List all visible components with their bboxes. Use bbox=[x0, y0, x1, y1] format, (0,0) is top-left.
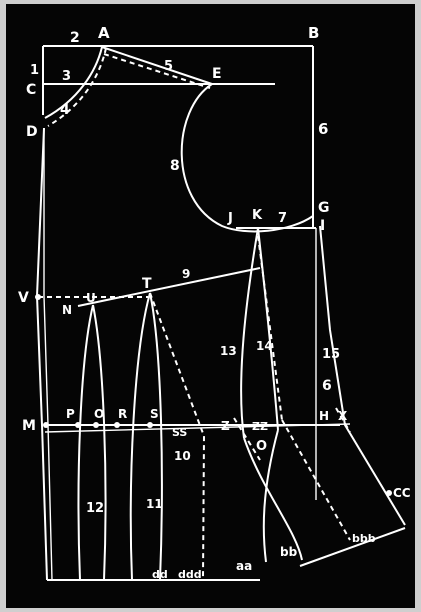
dart-t-right bbox=[149, 292, 163, 581]
right-side-contour bbox=[319, 225, 406, 526]
number-5: 5 bbox=[164, 59, 173, 74]
dart-k-dashed bbox=[257, 235, 283, 421]
right-x-dashed bbox=[335, 407, 351, 433]
shoulder-line-dashed bbox=[103, 53, 211, 89]
label-u: U bbox=[86, 291, 96, 305]
number-15: 15 bbox=[322, 347, 340, 362]
label-ss: SS bbox=[172, 426, 187, 439]
number-10: 10 bbox=[174, 449, 191, 463]
number-13: 13 bbox=[220, 344, 237, 358]
label-b: B bbox=[308, 24, 319, 42]
number-11: 11 bbox=[146, 497, 163, 511]
number-6-top: 6 bbox=[318, 120, 328, 138]
number-9: 9 bbox=[182, 267, 190, 281]
label-m: M bbox=[22, 418, 36, 434]
label-bbb: bbb bbox=[352, 532, 376, 545]
number-14: 14 bbox=[256, 339, 273, 353]
label-d: D bbox=[26, 124, 38, 140]
label-a: A bbox=[98, 24, 110, 42]
point-v-dot bbox=[35, 294, 41, 300]
point-p-dot bbox=[75, 422, 81, 428]
label-k: K bbox=[252, 208, 263, 223]
number-7: 7 bbox=[278, 211, 287, 226]
dart-t-left bbox=[129, 292, 151, 581]
line-9 bbox=[77, 267, 261, 307]
left-side-inner bbox=[43, 128, 53, 581]
label-dd: dd bbox=[152, 568, 168, 581]
label-o-low: O bbox=[256, 439, 267, 454]
hem-line-right bbox=[299, 527, 406, 567]
label-o: O bbox=[94, 407, 104, 421]
label-j: J bbox=[227, 211, 233, 226]
number-1: 1 bbox=[30, 63, 39, 78]
label-s: S bbox=[150, 407, 159, 421]
dart-k-left bbox=[240, 227, 259, 439]
point-r-dot bbox=[114, 422, 120, 428]
label-r: R bbox=[118, 407, 127, 421]
label-v: V bbox=[18, 290, 29, 306]
dart-t-dashed bbox=[149, 292, 206, 579]
point-m-dot bbox=[43, 422, 49, 428]
point-o-dot bbox=[93, 422, 99, 428]
label-i: I bbox=[320, 218, 325, 234]
label-zz: ZZ bbox=[252, 420, 268, 433]
label-t: T bbox=[142, 276, 152, 292]
number-4: 4 bbox=[60, 102, 70, 118]
number-6-side: 6 bbox=[322, 378, 332, 394]
neck-curve-dashed bbox=[47, 47, 107, 127]
label-aa: aa bbox=[236, 559, 252, 573]
point-cc-dot bbox=[386, 490, 392, 496]
label-p: P bbox=[66, 407, 75, 421]
label-g: G bbox=[318, 200, 330, 216]
skirt-line-b bbox=[262, 429, 279, 563]
label-bb: bb bbox=[280, 545, 298, 559]
number-3: 3 bbox=[62, 69, 71, 84]
label-c: C bbox=[26, 82, 36, 98]
label-e: E bbox=[212, 66, 222, 82]
waist-line-lower bbox=[44, 423, 351, 433]
label-n: N bbox=[62, 303, 72, 317]
left-side-contour bbox=[35, 127, 48, 581]
number-12: 12 bbox=[86, 501, 104, 516]
shoulder-line bbox=[101, 46, 213, 85]
label-z: Z bbox=[221, 419, 230, 433]
label-h: H bbox=[319, 409, 329, 423]
point-s-dot bbox=[147, 422, 153, 428]
number-2: 2 bbox=[70, 30, 80, 46]
bbb-dashed bbox=[281, 419, 351, 541]
neck-curve bbox=[44, 46, 103, 119]
dart-u-right bbox=[92, 304, 107, 581]
label-cc: CC bbox=[393, 486, 411, 500]
skirt-line-a bbox=[243, 437, 303, 561]
label-ddd: ddd bbox=[178, 568, 202, 581]
number-8: 8 bbox=[170, 158, 180, 174]
label-x: X bbox=[338, 409, 348, 423]
